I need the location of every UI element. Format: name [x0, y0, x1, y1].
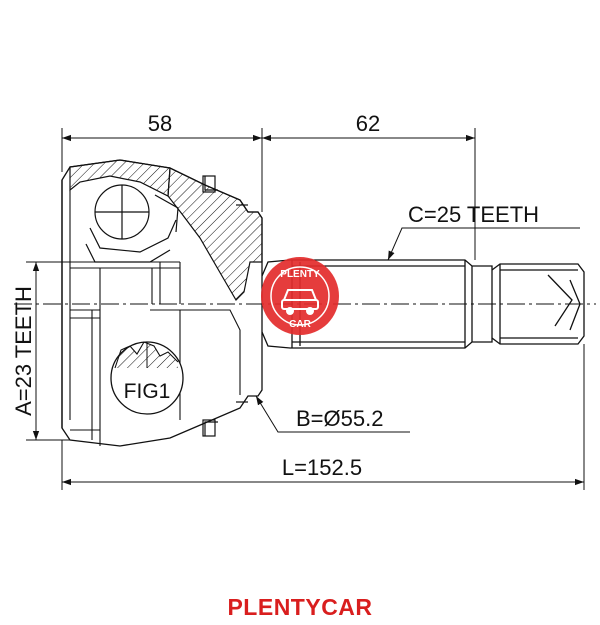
plentycar-watermark-logo: PLENTY CAR [261, 257, 339, 335]
housing-section-upper [167, 167, 263, 301]
watermark-ring [261, 257, 339, 335]
dim-a-teeth: A=23 TEETH [11, 286, 36, 416]
dimension-lines [26, 128, 585, 490]
fig1-detail: FIG1 [110, 341, 184, 415]
watermark-top-text: PLENTY [280, 269, 320, 280]
inner-structure [69, 190, 241, 446]
dim-b-diameter: B=Ø55.2 [296, 406, 383, 431]
car-icon [281, 289, 319, 315]
watermark-bottom-text: CAR [289, 319, 311, 330]
brand-name: PLENTYCAR [227, 594, 373, 620]
dim-58: 58 [148, 111, 172, 136]
dim-62: 62 [356, 111, 380, 136]
dim-l-length: L=152.5 [282, 455, 362, 480]
boot-clamps [202, 175, 248, 437]
dim-c-teeth: C=25 TEETH [408, 202, 539, 227]
ball-cage [85, 184, 179, 263]
housing-section-left [69, 159, 171, 197]
fig1-label: FIG1 [124, 380, 171, 403]
